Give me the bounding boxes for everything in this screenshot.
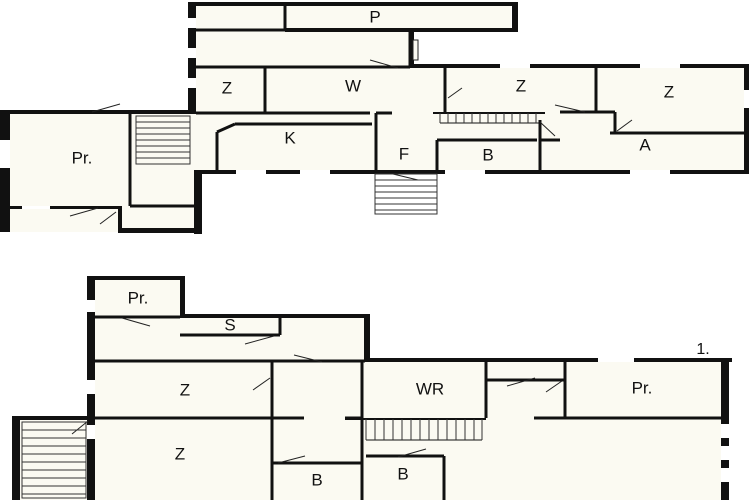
upper-interior-walls [128,4,745,208]
room-label-pr-top: Pr. [128,288,149,307]
room-label-p: P [369,7,380,26]
upper-floor-plan: P Pr. Z W Z Z K F B A [0,2,749,234]
room-label-pr-right: Pr. [632,378,653,397]
lower-floor-plan: Pr. S Z WR Pr. Z B B 1. [12,276,732,500]
room-label-z-1: Z [222,78,232,97]
room-label-b: B [482,145,493,164]
lower-staircase-interior [345,418,486,441]
level-label: 1. [696,341,709,358]
room-label-a: A [639,135,651,154]
room-label-b-1: B [311,470,322,489]
lower-doors [71,317,563,464]
room-label-z-3: Z [664,82,674,101]
room-label-w: W [345,76,361,95]
upper-staircase-entrance [374,173,438,215]
upper-doors [69,39,633,225]
room-label-z-2: Z [516,76,526,95]
lower-staircase-left [21,421,87,499]
room-label-k: K [284,128,296,147]
room-label-s: S [224,315,235,334]
room-label-wr: WR [416,379,444,398]
upper-staircase-left [135,115,191,165]
room-label-f: F [399,144,409,163]
room-label-b-2: B [397,464,408,483]
room-label-pr-left: Pr. [72,148,93,167]
room-label-z-2-lower: Z [175,444,185,463]
upper-staircase-interior [433,112,545,124]
room-label-z-1-lower: Z [180,380,190,399]
